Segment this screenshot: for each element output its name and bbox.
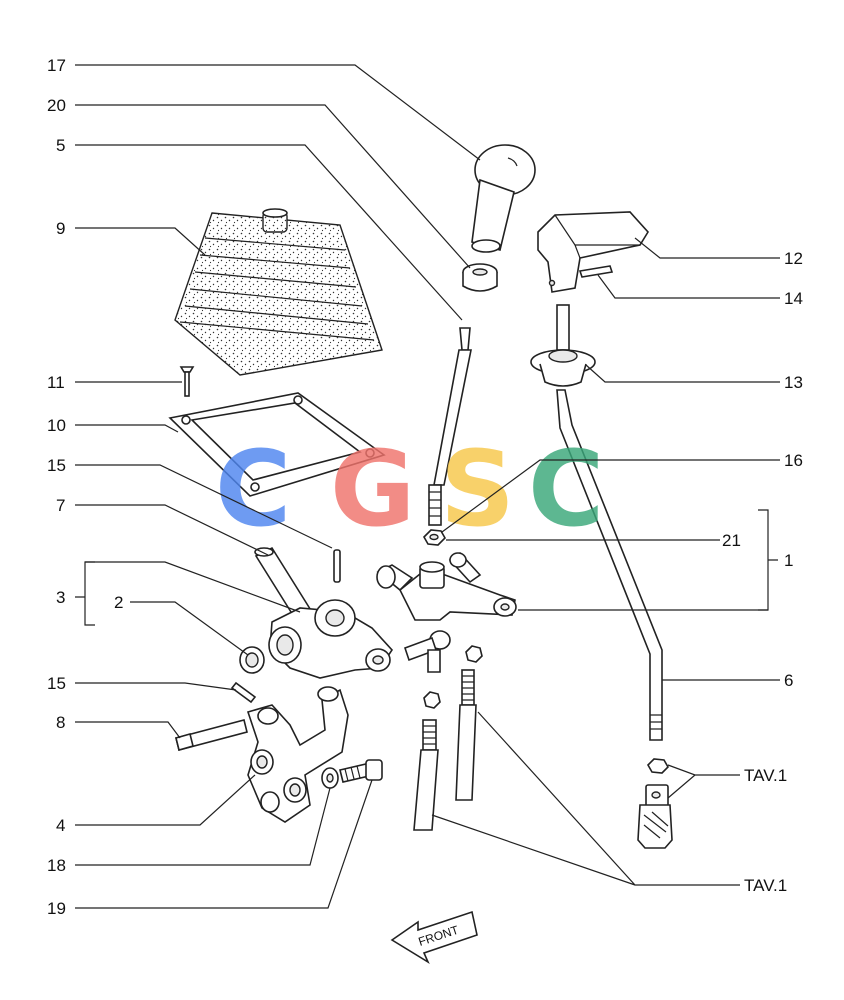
part-9-boot — [174, 208, 383, 376]
part-15-pin-upper — [333, 549, 341, 583]
part-18-washer — [321, 767, 339, 789]
part-19-bolt — [339, 759, 383, 783]
label-21: 21 — [722, 531, 741, 550]
part-1-selector — [376, 551, 517, 621]
label-2: 2 — [114, 593, 123, 612]
part-20-bushing — [462, 263, 498, 292]
label-19: 19 — [47, 899, 66, 918]
part-3-yoke — [268, 599, 394, 679]
label-3: 3 — [56, 588, 65, 607]
part-12-handle — [537, 211, 649, 293]
watermark-letter-g: G — [330, 428, 415, 550]
label-5: 5 — [56, 136, 65, 155]
cable-rods — [413, 645, 483, 831]
part-16-nut — [423, 529, 446, 546]
part-6-rod — [556, 389, 663, 741]
label-18: 18 — [47, 856, 66, 875]
label-15-lower: 15 — [47, 674, 66, 693]
watermark-letter-s: S — [440, 428, 515, 550]
part-8-shaft — [175, 719, 248, 751]
label-12: 12 — [784, 249, 803, 268]
label-6: 6 — [784, 671, 793, 690]
watermark-letter-c2: C — [528, 428, 604, 550]
label-13: 13 — [784, 373, 803, 392]
part-5-lever — [428, 327, 472, 526]
label-tav1-lower: TAV.1 — [744, 876, 787, 895]
part-10-frame-plate — [168, 392, 386, 497]
label-8: 8 — [56, 713, 65, 732]
leader-lines — [75, 64, 780, 909]
label-1: 1 — [784, 551, 793, 570]
label-4: 4 — [56, 816, 65, 835]
label-tav1-upper: TAV.1 — [744, 766, 787, 785]
part-11-screw — [179, 366, 195, 397]
front-arrow: FRONT — [390, 910, 478, 965]
part-7-pin — [254, 546, 314, 622]
label-7: 7 — [56, 496, 65, 515]
part-17-knob — [471, 144, 536, 253]
label-17: 17 — [47, 56, 66, 75]
part-2-bushing — [239, 646, 265, 674]
part-14-pin — [578, 265, 614, 278]
part-21-ball-joint — [403, 630, 451, 673]
callout-labels: 17 20 5 9 11 10 15 7 3 2 15 8 4 18 19 12… — [47, 56, 803, 918]
label-11: 11 — [47, 373, 65, 392]
label-10: 10 — [47, 416, 66, 435]
watermark: C G S C — [215, 428, 604, 550]
label-14: 14 — [784, 289, 803, 308]
part-13-seal — [530, 304, 596, 387]
part-clevis — [637, 758, 673, 849]
label-9: 9 — [56, 219, 65, 238]
label-16: 16 — [784, 451, 803, 470]
part-4-bracket — [246, 686, 349, 823]
label-15-upper: 15 — [47, 456, 66, 475]
label-20: 20 — [47, 96, 66, 115]
part-15-pin-lower — [230, 681, 257, 704]
watermark-letter-c1: C — [215, 428, 291, 550]
